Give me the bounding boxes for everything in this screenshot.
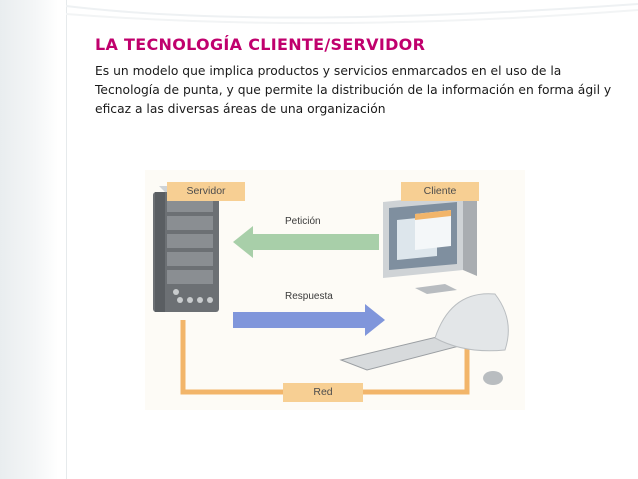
request-arrow [233, 226, 379, 258]
top-decor-curves [66, 3, 638, 25]
client-tag: Cliente [401, 182, 479, 201]
left-decor-line [66, 0, 67, 479]
response-arrow [233, 304, 385, 336]
client-dome-icon [434, 293, 509, 352]
server-label: Servidor [186, 185, 226, 197]
mouse-icon [483, 371, 503, 385]
response-label: Respuesta [285, 291, 333, 302]
client-label: Cliente [423, 185, 457, 197]
server-tower-icon [153, 186, 219, 312]
slide-body-text: Es un modelo que implica productos y ser… [95, 64, 612, 116]
left-decor-band [0, 0, 58, 479]
network-label: Red [313, 386, 333, 398]
network-tag: Red [283, 383, 363, 402]
request-label: Petición [285, 216, 321, 227]
diagram-graphics [153, 186, 509, 395]
client-server-diagram: Servidor Cliente Red Petición Respuesta [145, 170, 525, 410]
server-tag: Servidor [167, 182, 245, 201]
monitor-icon [383, 194, 477, 294]
slide-title: LA TECNOLOGÍA CLIENTE/SERVIDOR [95, 35, 426, 54]
